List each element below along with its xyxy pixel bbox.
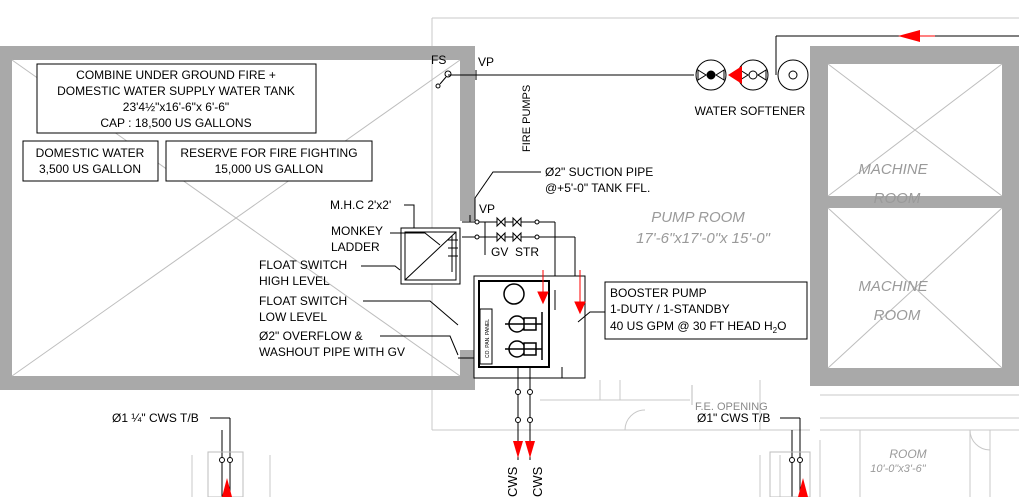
cws-right-riser xyxy=(769,417,811,497)
suction-pipe-line1: Ø2" SUCTION PIPE xyxy=(545,165,653,179)
machine-room-2-line1: MACHINE xyxy=(858,278,928,295)
booster-line2: 1-DUTY / 1-STANDBY xyxy=(610,302,730,316)
mhc-label: M.H.C 2'x2' xyxy=(330,198,391,212)
ladder-leader xyxy=(390,232,441,246)
monkey-label: MONKEY xyxy=(331,224,383,238)
str-label: STR xyxy=(515,245,539,259)
small-room-label: ROOM xyxy=(889,447,926,461)
booster-line3: 40 US GPM @ 30 FT HEAD H2O xyxy=(610,319,786,335)
suction-leader xyxy=(474,171,541,220)
overflow-line2: WASHOUT PIPE WITH GV xyxy=(259,345,405,359)
cws-left-arrow xyxy=(222,478,232,497)
tank-title-box xyxy=(36,63,317,134)
reserve-box xyxy=(165,140,373,182)
machine-room-walls xyxy=(810,46,1019,386)
fs-label: FS xyxy=(431,53,446,67)
machine-room-2-line2: ROOM xyxy=(874,307,921,324)
domestic-water-label: DOMESTIC WATER xyxy=(36,146,145,160)
machine-room-diagonals xyxy=(827,63,1003,369)
ladder-label: LADDER xyxy=(331,240,380,254)
softener-flow-arrow xyxy=(728,66,742,84)
mhc-leader xyxy=(404,204,415,228)
manhole-diagonal xyxy=(404,231,457,281)
float-low-line2: LOW LEVEL xyxy=(259,310,327,324)
fire-pumps-label: FIRE PUMPS xyxy=(521,85,533,152)
tank-dimensions: 23'4½"x16'-6"x 6'-6" xyxy=(123,100,229,114)
water-softener-label: WATER SOFTENER xyxy=(695,104,806,118)
pump-skid-inner xyxy=(478,280,550,368)
cws-discharge-arrows xyxy=(513,441,535,458)
vp-label-mid: VP xyxy=(479,202,495,216)
control-panel-label: CO. PAN. PANEL xyxy=(485,319,491,358)
vp-label-top: VP xyxy=(478,55,494,69)
overflow-leader xyxy=(380,335,459,356)
booster-leader xyxy=(577,311,605,323)
cws-left-label: Ø1 ¼" CWS T/B xyxy=(112,411,199,425)
float-high-line1: FLOAT SWITCH xyxy=(259,258,347,272)
pressure-vessel xyxy=(503,283,525,305)
ladder-rungs xyxy=(448,236,458,272)
water-softener-symbol xyxy=(695,59,809,91)
domestic-water-volume: 3,500 US GALLON xyxy=(39,162,141,176)
suction-pipe-line2: @+5'-0" TANK FFL. xyxy=(545,181,650,195)
overflow-line1: Ø2" OVERFLOW & xyxy=(259,329,363,343)
supply-flow-arrow xyxy=(898,30,920,42)
gv-label: GV xyxy=(491,245,508,259)
tank-capacity: CAP : 18,500 US GALLONS xyxy=(100,116,251,130)
booster-info-box xyxy=(604,281,808,340)
booster-line1: BOOSTER PUMP xyxy=(610,286,707,300)
float-low-leader xyxy=(363,300,459,326)
building-outline xyxy=(191,17,1019,497)
machine-room-1-line1: MACHINE xyxy=(858,161,928,178)
gate-valves xyxy=(474,216,540,243)
float-high-line2: HIGH LEVEL xyxy=(259,274,330,288)
cws-right-label: Ø1" CWS T/B xyxy=(697,411,770,425)
machine-room-1-line2: ROOM xyxy=(874,190,921,207)
reserve-label: RESERVE FOR FIRE FIGHTING xyxy=(180,146,357,160)
pump-units xyxy=(505,312,543,360)
cws-left-riser xyxy=(207,417,244,497)
domestic-water-box xyxy=(22,140,159,182)
tank-title-line1: COMBINE UNDER GROUND FIRE + xyxy=(76,68,276,82)
cws-down-label-1: CWS xyxy=(505,466,520,497)
float-low-line1: FLOAT SWITCH xyxy=(259,294,347,308)
control-panel xyxy=(479,308,493,365)
fs-symbol xyxy=(435,70,452,89)
reserve-volume: 15,000 US GALLON xyxy=(215,162,324,176)
small-room-size: 10'-0"x3'-6" xyxy=(870,463,927,475)
float-high-leader xyxy=(361,265,401,271)
cws-discharge-pipes xyxy=(517,367,563,460)
pump-room-size: 17'-6"x17'-0"x 15'-0" xyxy=(636,230,770,247)
cws-discharge-valves xyxy=(515,389,533,423)
pump-room-label: PUMP ROOM xyxy=(651,209,745,226)
pump-flow-arrows xyxy=(537,270,586,315)
cws-down-label-2: CWS xyxy=(530,466,545,497)
supply-pipe-top xyxy=(448,35,1019,76)
tank-title-line2: DOMESTIC WATER SUPPLY WATER TANK xyxy=(57,84,295,98)
fe-opening-label: F.E. OPENING xyxy=(695,401,768,413)
cws-right-arrow xyxy=(798,478,808,497)
tank-walls xyxy=(0,46,475,390)
